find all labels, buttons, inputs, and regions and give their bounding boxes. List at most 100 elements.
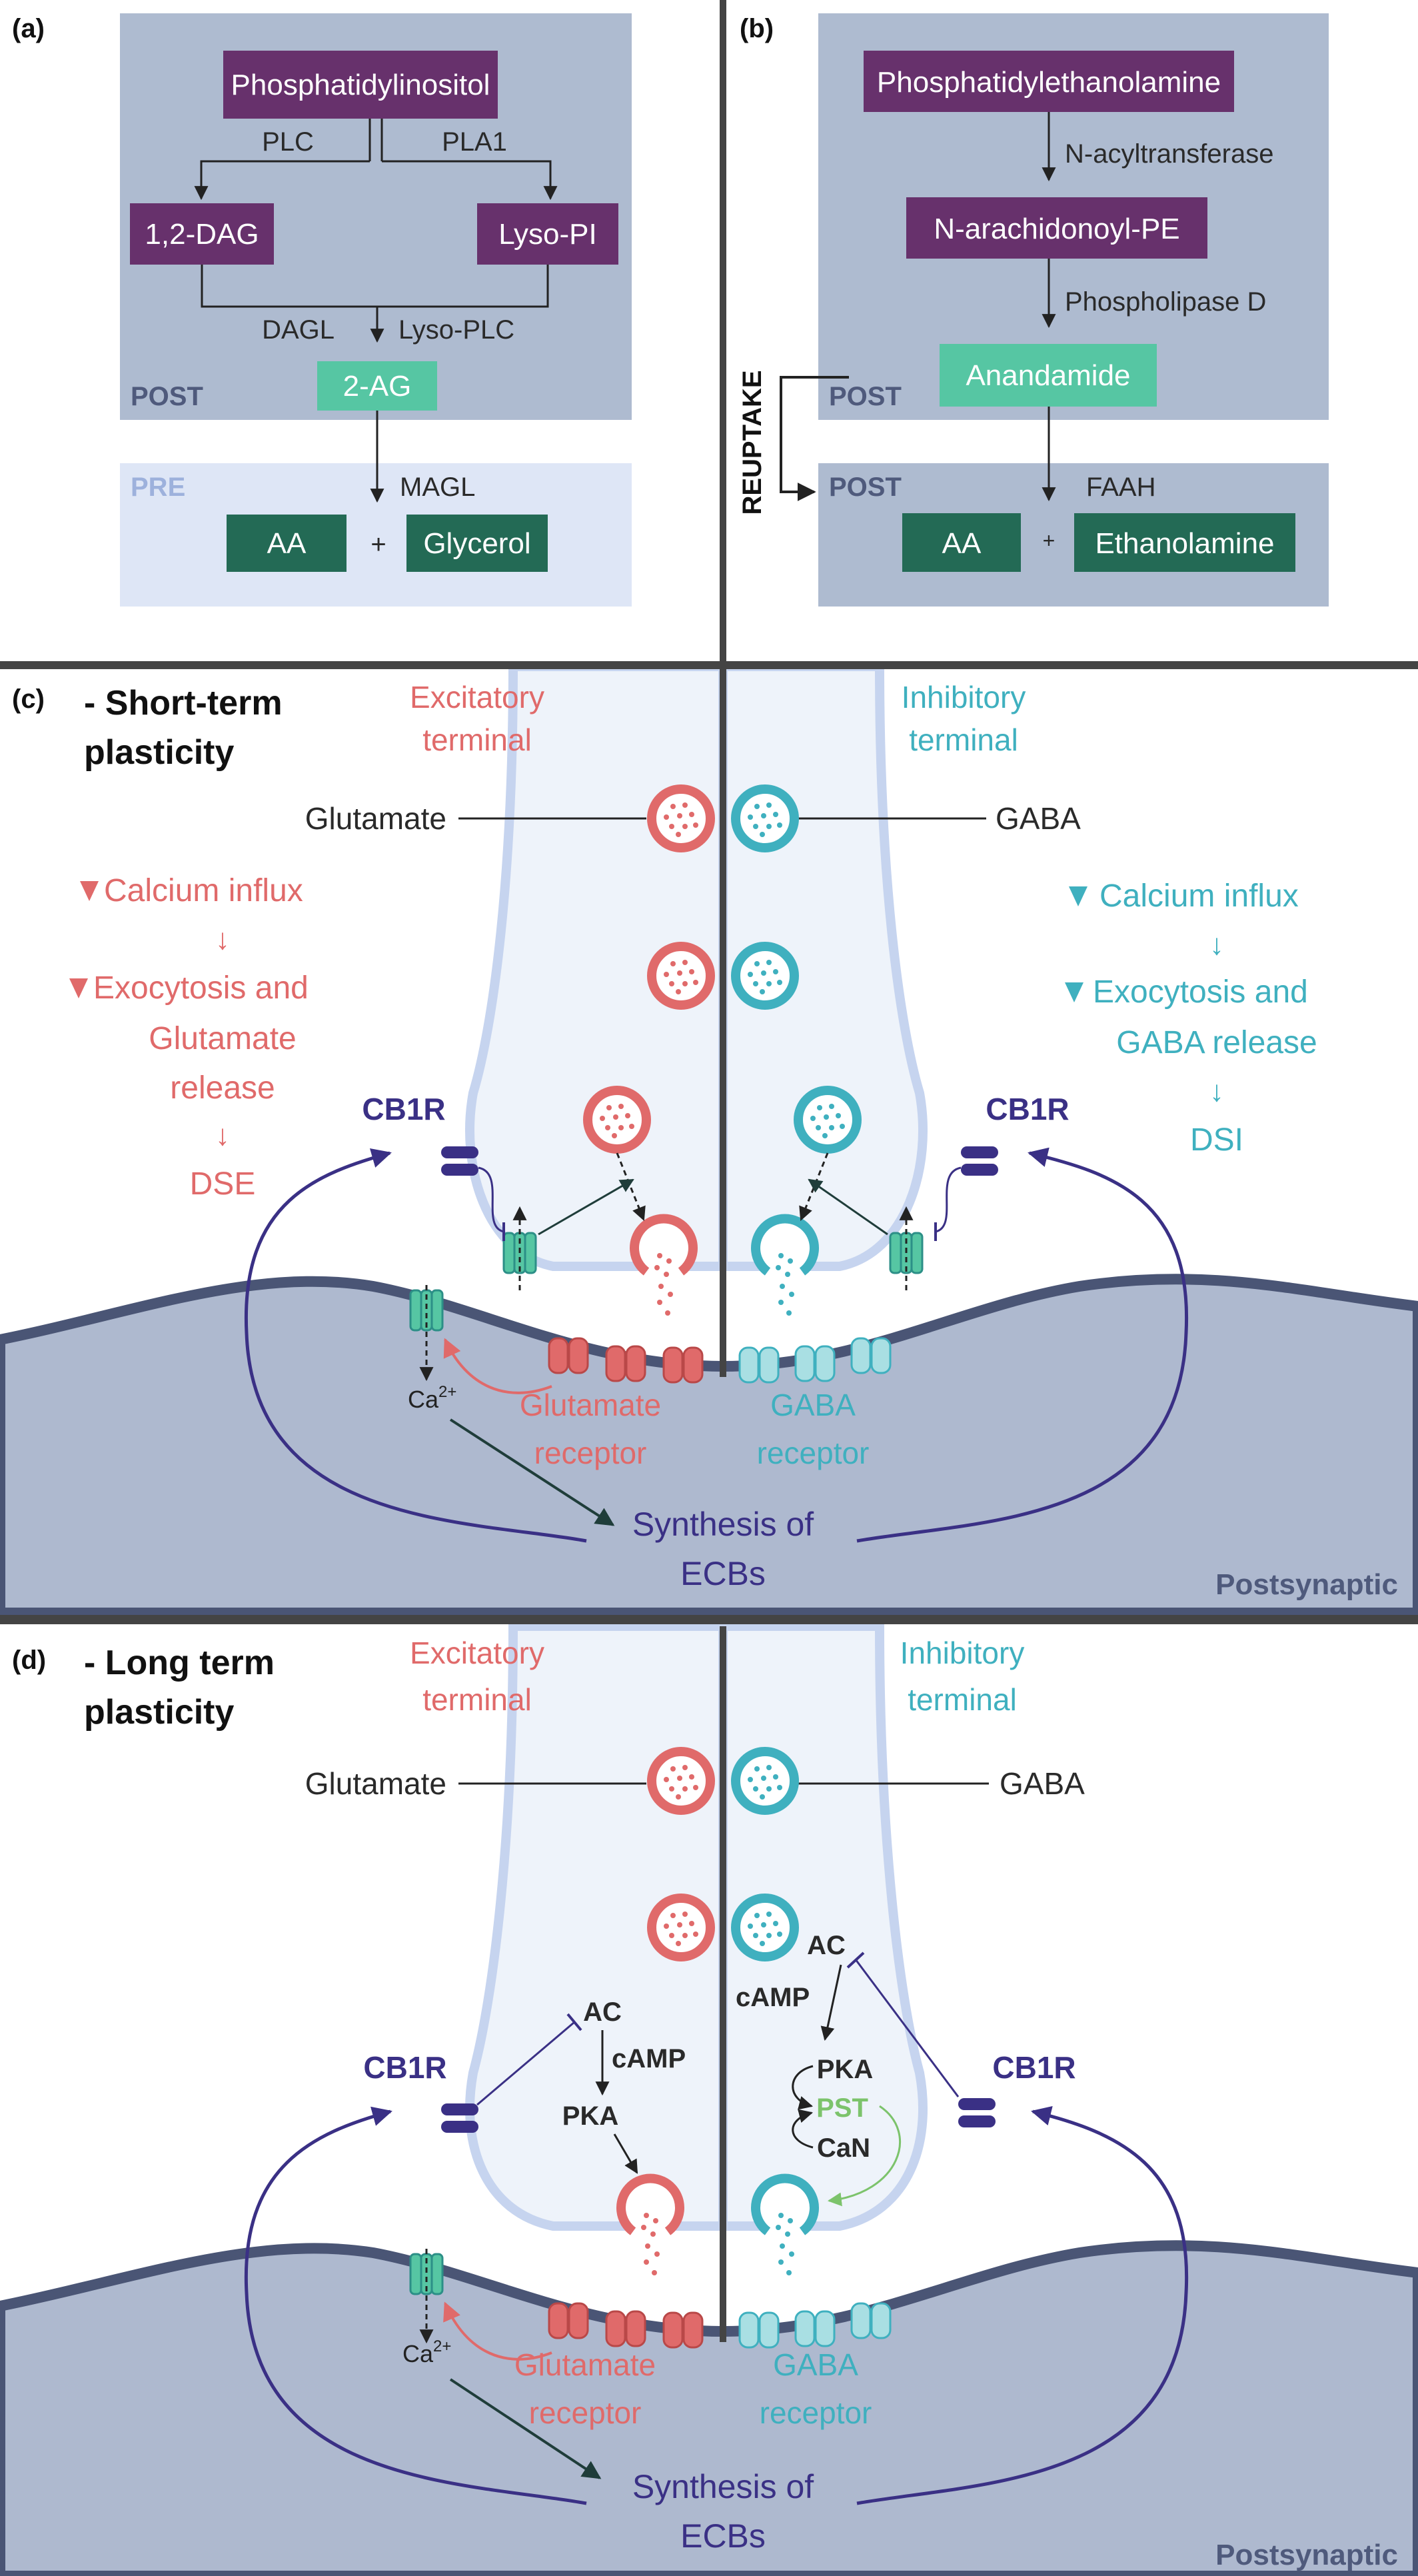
gaba-label-d: GABA bbox=[1000, 1766, 1085, 1801]
fusing-gaba-vesicle-c bbox=[756, 1219, 814, 1316]
gaba-receptor-2-d bbox=[758, 2311, 780, 2349]
gaba-label-c: GABA bbox=[996, 801, 1081, 836]
pka-to-pst-arrow bbox=[792, 2065, 814, 2110]
right-step-gaba-release-c: GABA release bbox=[1116, 1025, 1317, 1060]
panel-d: Postsynaptic (d) - Long term plasticity … bbox=[0, 1622, 1418, 2576]
post-label-b-lower: POST bbox=[829, 473, 902, 502]
cb1r-label-left-c: CB1R bbox=[362, 1092, 445, 1126]
ac-left-label: AC bbox=[583, 1997, 622, 2027]
glutamate-receptor-label-1-d: Glutamate bbox=[514, 2347, 656, 2382]
synthesis-label-2-d: ECBs bbox=[680, 2517, 766, 2555]
glutamate-label-c: Glutamate bbox=[305, 801, 446, 836]
channel-to-vesicle-arrow-right-c bbox=[808, 1178, 888, 1236]
gaba-receptor-1-c bbox=[738, 1346, 760, 1384]
calcium-label-d: Ca2+ bbox=[402, 2337, 451, 2367]
gaba-receptor-2-c bbox=[758, 1346, 780, 1384]
cb1r-label-right-d: CB1R bbox=[992, 2050, 1075, 2085]
receptor-to-channel-arrow-c bbox=[443, 1338, 552, 1394]
synthesis-label-2-c: ECBs bbox=[680, 1555, 766, 1592]
decrease-arrow-exocytosis-left-c bbox=[69, 978, 88, 998]
pst-to-vesicle-arrow bbox=[827, 2105, 902, 2207]
plus-b: + bbox=[1043, 529, 1056, 553]
glutamate-vesicle-2-c bbox=[652, 946, 710, 1005]
glutamate-receptor-label-2-d: receptor bbox=[529, 2395, 642, 2430]
right-step-exocytosis-c: Exocytosis and bbox=[1093, 974, 1308, 1010]
panel-b-letter: (b) bbox=[740, 14, 774, 43]
glutamate-vesicle-2-d bbox=[652, 1898, 710, 1957]
gaba-receptor-6-c bbox=[870, 1337, 892, 1374]
lyso-plc-label: Lyso-PLC bbox=[398, 315, 514, 345]
inhibitory-terminal-label-1-c: Inhibitory bbox=[902, 680, 1026, 714]
n-arachidonoyl-pe-label: N-arachidonoyl-PE bbox=[934, 213, 1179, 245]
can-label: CaN bbox=[817, 2133, 870, 2163]
reuptake-arrow bbox=[780, 376, 849, 501]
receptor-to-channel-arrow-d bbox=[443, 2301, 552, 2361]
panel-c-letter: (c) bbox=[12, 684, 45, 714]
gaba-receptor-5-c bbox=[850, 1337, 872, 1374]
cb1r-receptor-right-c bbox=[961, 1146, 998, 1176]
gaba-receptor-6-d bbox=[870, 2302, 892, 2339]
gaba-vesicle-2-d bbox=[736, 1898, 794, 1957]
dagl-lysoplc-arrow bbox=[201, 265, 549, 341]
glycerol-label: Glycerol bbox=[423, 527, 530, 560]
ethanolamine-box bbox=[1074, 513, 1295, 572]
decrease-arrow-calcium-right-c bbox=[1069, 886, 1087, 906]
plus-a: + bbox=[370, 530, 386, 559]
lyso-pi-box bbox=[477, 203, 618, 265]
gaba-receptor-1-d bbox=[738, 2311, 760, 2349]
synthesis-label-1-d: Synthesis of bbox=[632, 2468, 814, 2505]
pla1-label: PLA1 bbox=[442, 127, 507, 157]
synthesis-label-1-c: Synthesis of bbox=[632, 1506, 814, 1543]
cb1r-to-ac-inhibition-left bbox=[476, 2021, 575, 2106]
panel-c: Postsynaptic (c) - Short-term plasticity… bbox=[0, 662, 1418, 1618]
gaba-receptor-label-2-d: receptor bbox=[760, 2395, 872, 2430]
n-arachidonoyl-pe-box bbox=[906, 197, 1207, 259]
cb1r-inhibition-left-c bbox=[478, 1166, 504, 1233]
left-step-calcium-c: Calcium influx bbox=[104, 873, 303, 908]
gaba-vesicle-2-c bbox=[736, 946, 794, 1005]
glutamate-receptor-5-c bbox=[662, 1346, 684, 1384]
glutamate-receptor-label-2-c: receptor bbox=[534, 1436, 647, 1470]
ac-right-label: AC bbox=[807, 1931, 846, 1960]
reuptake-label: REUPTAKE bbox=[738, 370, 767, 515]
excitatory-terminal-label-1-d: Excitatory bbox=[410, 1636, 544, 1670]
panel-a: (a) Phosphatidylinositol PLC PLA1 1,2-DA… bbox=[12, 13, 632, 607]
glutamate-receptor-1-d bbox=[548, 2302, 569, 2339]
pla1-arrow bbox=[380, 119, 550, 199]
glutamate-receptor-2-d bbox=[568, 2302, 589, 2339]
cb1r-to-ac-inhibition-right bbox=[854, 1959, 960, 2097]
camp-right-label: cAMP bbox=[736, 1983, 810, 2012]
inhibitory-terminal-label-1-d: Inhibitory bbox=[900, 1636, 1025, 1670]
fusing-glutamate-vesicle-c bbox=[634, 1219, 693, 1316]
gaba-receptor-3-d bbox=[794, 2310, 816, 2347]
two-ag-box bbox=[317, 361, 437, 411]
left-step-exocytosis-c: Exocytosis and bbox=[93, 970, 309, 1006]
phosphatidylinositol-box bbox=[223, 51, 498, 119]
glutamate-receptor-5-d bbox=[662, 2311, 684, 2349]
calcium-to-synthesis-arrow-c bbox=[449, 1418, 615, 1526]
phospholipase-d-label: Phospholipase D bbox=[1065, 287, 1266, 317]
glutamate-label-d: Glutamate bbox=[305, 1766, 446, 1801]
cb1r-to-ac-bar-right bbox=[846, 1951, 865, 1969]
glutamate-receptor-3-c bbox=[605, 1345, 626, 1382]
gaba-vesicle-1-d bbox=[736, 1752, 794, 1810]
glutamate-receptor-label-1-c: Glutamate bbox=[520, 1388, 661, 1422]
decrease-arrow-calcium-left-c bbox=[80, 881, 99, 901]
calcium-label-c: Ca2+ bbox=[408, 1383, 456, 1413]
left-arrow-1-c: ↓ bbox=[215, 923, 230, 956]
postsynaptic-label-c: Postsynaptic bbox=[1215, 1568, 1398, 1601]
excitatory-terminal-label-2-d: terminal bbox=[422, 1682, 532, 1717]
pst-label: PST bbox=[816, 2093, 868, 2123]
pka-left-label: PKA bbox=[562, 2101, 618, 2131]
retrograde-arrow-left-c bbox=[244, 1148, 587, 1543]
post-label-b-upper: POST bbox=[829, 382, 902, 411]
cb1r-label-left-d: CB1R bbox=[363, 2050, 446, 2085]
plc-arrow bbox=[201, 119, 371, 199]
faah-label: FAAH bbox=[1086, 473, 1155, 502]
aa-label-a: AA bbox=[267, 527, 307, 560]
anandamide-box bbox=[940, 344, 1157, 407]
vesicle-dock-arrow-right-c bbox=[799, 1152, 829, 1221]
panel-d-title-line1: - Long term bbox=[84, 1644, 275, 1682]
